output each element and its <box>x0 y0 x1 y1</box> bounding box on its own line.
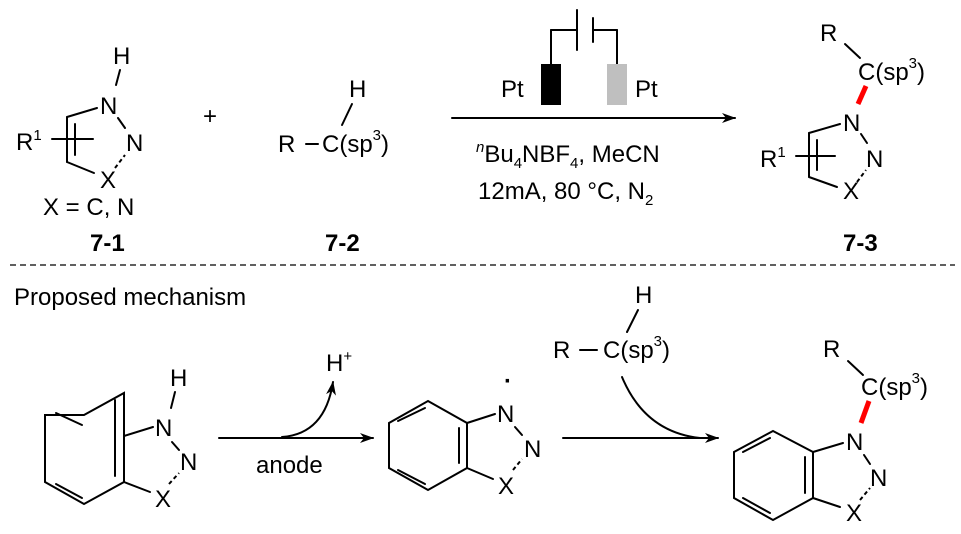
benzene-ring <box>733 429 814 522</box>
compound-7-3: R C(sp3) N N X R1 7-3 <box>760 20 925 257</box>
atom-x: X <box>843 178 859 205</box>
bond-partial <box>856 169 867 183</box>
bond-inner <box>742 437 771 453</box>
bond-partial <box>512 458 523 471</box>
bond-ch <box>626 309 639 333</box>
mechanism-title: Proposed mechanism <box>14 284 246 311</box>
atom-x: X <box>498 473 514 500</box>
group-r: R <box>278 131 295 158</box>
atom-h: H <box>113 43 130 70</box>
conditions-line-2: 12mA, 80 °C, N2 <box>478 178 653 209</box>
electrode-label-right: Pt <box>635 76 658 103</box>
atom-h: H <box>635 282 652 309</box>
atom-h: H <box>349 76 366 103</box>
cathode-electrode-icon <box>607 64 627 105</box>
bond <box>808 176 838 188</box>
bond <box>123 481 151 493</box>
bond-inner <box>742 497 771 514</box>
atom-n2: N <box>126 130 143 157</box>
bond-partial <box>114 154 126 169</box>
atom-c-sp3: C(sp3) <box>603 333 670 364</box>
bond <box>123 426 154 437</box>
bond <box>466 467 494 480</box>
compound-label-7-2: 7-2 <box>325 230 360 257</box>
radical-coupling-curved-arrow <box>621 376 701 439</box>
x-definition: X = C, N <box>43 194 134 221</box>
bond-rc <box>847 360 864 376</box>
compound-7-1: H N N X R1 X = C, N 7-1 <box>16 43 143 257</box>
atom-x: X <box>155 486 171 513</box>
atom-c-sp3: C(sp3) <box>322 127 389 158</box>
bond <box>812 497 841 508</box>
bond-inner <box>397 407 426 422</box>
bond-partial <box>859 487 871 501</box>
group-r: R <box>820 20 837 47</box>
bond <box>808 123 841 134</box>
proton-loss-curved-arrow <box>281 381 336 438</box>
compound-7-2: H R C(sp3) 7-2 <box>278 76 389 257</box>
atom-c-sp3: C(sp3) <box>858 55 925 86</box>
bond-ch <box>341 103 353 126</box>
atom-n2: N <box>524 436 541 463</box>
electrode-label-left: Pt <box>501 76 524 103</box>
bond <box>66 161 95 174</box>
step1-label-anode: anode <box>256 452 323 479</box>
conditions-line-1: nBu4NBF4, MeCN <box>476 139 660 172</box>
group-r1: R1 <box>760 144 786 173</box>
benzene-ring <box>44 391 125 506</box>
bond-nn <box>117 117 126 129</box>
atom-c-sp3: C(sp3) <box>861 370 928 401</box>
bond-inner <box>55 412 83 426</box>
atom-n1: N <box>843 110 860 137</box>
bond-nn <box>514 426 523 436</box>
bond-rc <box>844 43 861 59</box>
bond-nn <box>171 441 180 451</box>
group-r1: R1 <box>16 127 42 156</box>
atom-n1: N <box>497 401 514 428</box>
atom-n1: N <box>846 429 863 456</box>
bond <box>66 107 98 118</box>
atom-n2: N <box>866 146 883 173</box>
bond <box>812 442 844 453</box>
atom-n1: N <box>100 93 117 120</box>
bond-inner <box>397 469 426 485</box>
mechanism-reagent: H R C(sp3) <box>553 282 670 364</box>
atom-x: X <box>846 500 862 527</box>
benzene-ring <box>388 399 468 492</box>
atom-x: X <box>100 167 116 194</box>
plus-sign: + <box>203 103 217 130</box>
anode-electrode-icon <box>541 64 561 105</box>
atom-n2: N <box>870 465 887 492</box>
reaction-conditions: Pt Pt nBu4NBF4, MeCN 12mA, 80 °C, N2 <box>451 9 736 209</box>
group-r: R <box>823 336 840 363</box>
bond-partial <box>168 472 180 485</box>
new-cn-bond-highlight <box>855 84 869 106</box>
atom-n2: N <box>180 449 197 476</box>
mechanism-product: R C(sp3) N N X <box>733 336 928 527</box>
proton-byproduct: H+ <box>326 348 352 377</box>
compound-label-7-3: 7-3 <box>843 230 878 257</box>
radical-dot: · <box>504 368 512 395</box>
atom-h: H <box>170 365 187 392</box>
bond-nh <box>170 391 176 409</box>
mechanism-start-molecule: H N N X <box>44 365 197 513</box>
new-cn-bond-highlight <box>858 400 872 424</box>
atom-n1: N <box>155 415 172 442</box>
bond-nh <box>115 69 121 86</box>
bond-nn <box>863 454 871 465</box>
bond-inner <box>55 483 83 499</box>
bond-nn <box>860 133 868 144</box>
group-r: R <box>553 337 570 364</box>
compound-label-7-1: 7-1 <box>90 230 125 257</box>
bond <box>466 413 496 424</box>
mechanism-radical-intermediate: · N N X <box>388 368 541 500</box>
